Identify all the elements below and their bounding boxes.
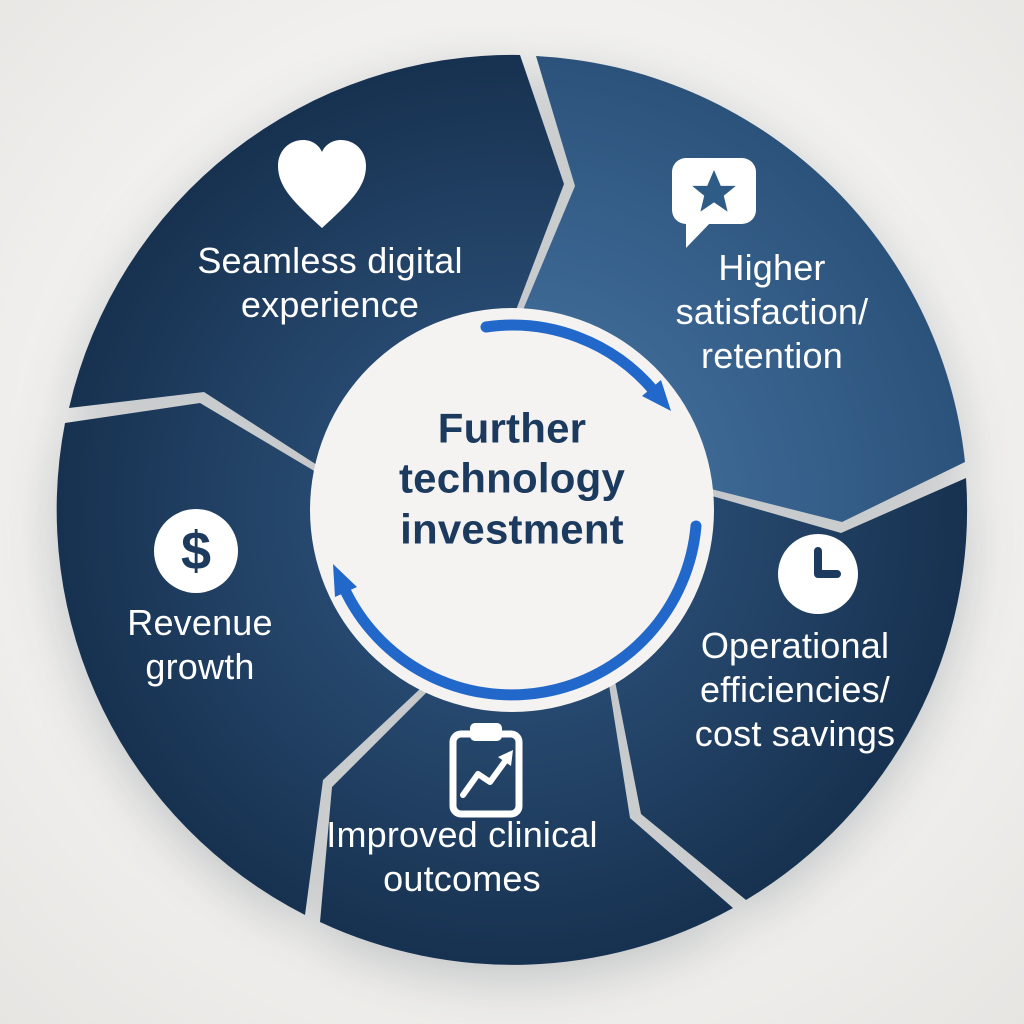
segment-label-line: cost savings: [694, 712, 896, 754]
segment-label-line: experience: [240, 284, 420, 325]
svg-text:$: $: [181, 521, 211, 581]
center-label-line: investment: [400, 505, 624, 553]
segment-label-higher-satisfaction-retention: Higher satisfaction/ retention: [676, 246, 869, 378]
segment-label-revenue-growth: Revenue growth: [127, 601, 273, 689]
cycle-arrow-bottom: [338, 520, 702, 701]
speech-bubble-star-icon: [672, 158, 756, 248]
center-label: Further technology investment: [399, 403, 625, 554]
clock-icon: [778, 534, 858, 614]
segment-seamless-digital-experience: [69, 54, 564, 466]
cycle-arrow-top-head: [642, 380, 671, 411]
segment-label-line: outcomes: [383, 858, 541, 899]
clipboard-trend-icon: [449, 723, 523, 818]
segment-label-operational-efficiencies-cost-savings: Operational efficiencies/ cost savings: [695, 624, 896, 756]
cycle-arrow-bottom-head: [333, 564, 357, 597]
segment-label-line: retention: [701, 334, 843, 376]
segment-label-line: satisfaction/: [675, 291, 869, 333]
segment-label-line: Revenue: [127, 602, 273, 644]
cycle-arrows: [333, 319, 702, 701]
heart-icon: [278, 140, 366, 228]
cycle-arrow-top: [480, 319, 660, 397]
segment-improved-clinical-outcomes: [320, 685, 733, 965]
center-circle: [310, 308, 714, 712]
segment-label-seamless-digital-experience: Seamless digital experience: [197, 239, 462, 327]
segment-label-line: efficiencies/: [699, 669, 891, 711]
segment-operational-efficiencies-cost-savings: [615, 478, 968, 900]
dollar-icon: $: [154, 509, 238, 593]
segment-label-improved-clinical-outcomes: Improved clinical outcomes: [326, 813, 598, 901]
segment-label-line: Higher: [718, 247, 826, 289]
segment-label-line: Improved clinical: [326, 814, 598, 856]
center-label-line: technology: [398, 454, 626, 502]
segment-higher-satisfaction-retention: [523, 56, 965, 522]
segment-label-line: Operational: [700, 625, 890, 667]
segment-revenue-growth: [56, 403, 421, 915]
segment-label-line: Seamless digital: [197, 240, 463, 282]
segment-label-line: growth: [145, 646, 255, 687]
center-label-line: Further: [437, 404, 587, 452]
